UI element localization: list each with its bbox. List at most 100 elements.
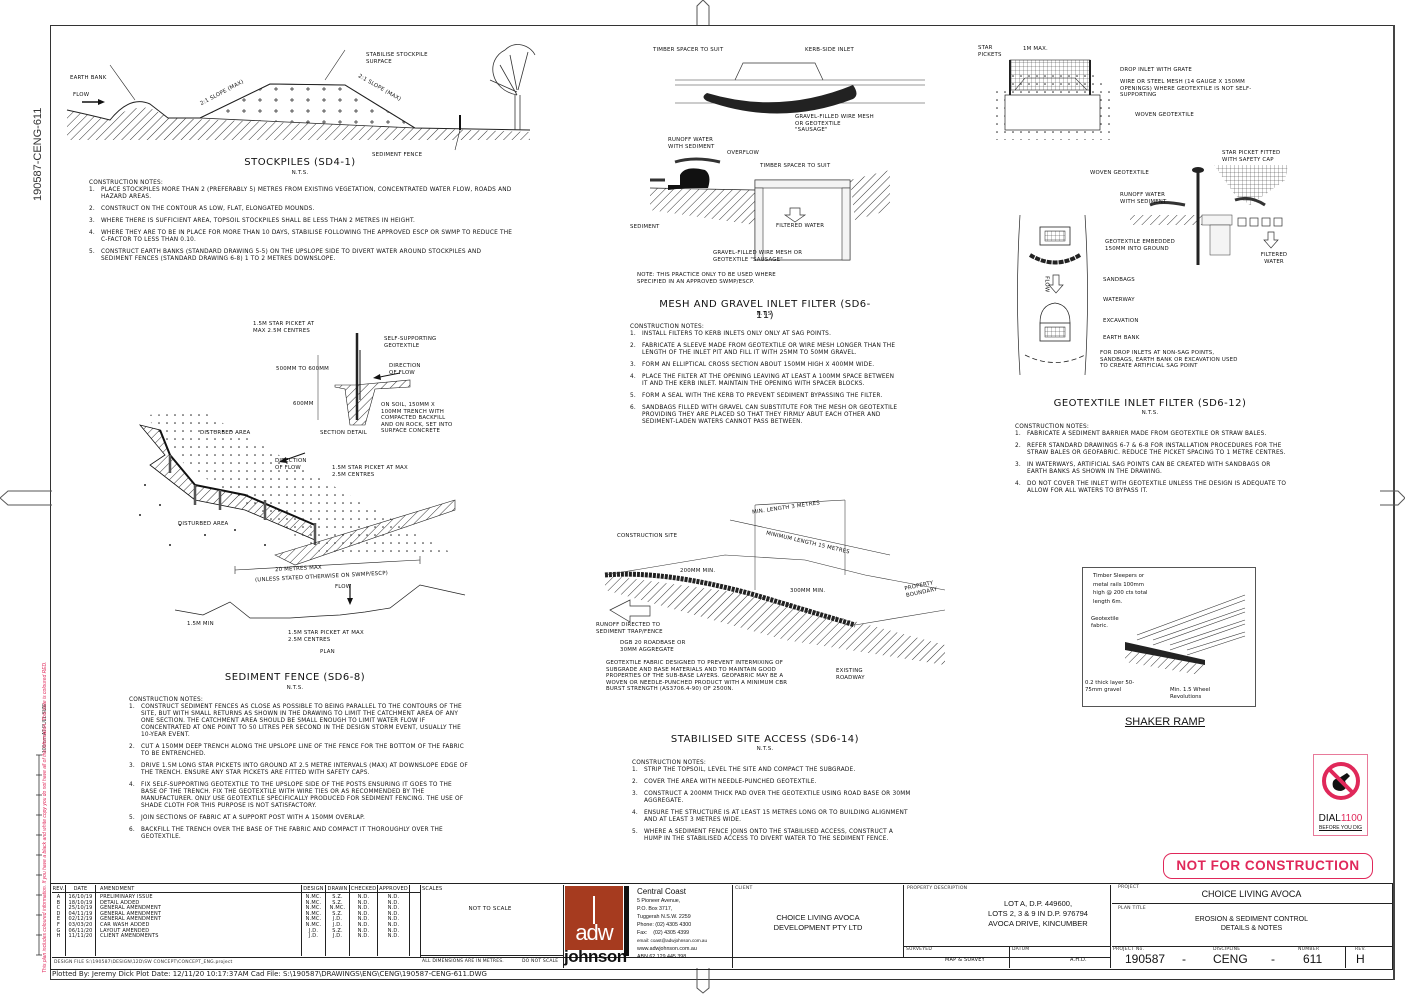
label-picket-plan: 1.5m STAR PICKET AT MAX 2.5m CENTRES <box>288 630 364 643</box>
revision-cell: A <box>56 894 61 900</box>
label-construction-site: CONSTRUCTION SITE <box>617 533 678 539</box>
label-sausage-2: GRAVEL-FILLED WIRE MESH OR GEOTEXTILE "S… <box>713 250 803 263</box>
label-mesh: WIRE OR STEEL MESH (14 GAUGE x 150mm OPE… <box>1120 79 1252 98</box>
label-sediment-fence: SEDIMENT FENCE <box>372 152 423 158</box>
dial-label: DIAL <box>1318 813 1341 824</box>
label-plan: PLAN <box>320 649 335 655</box>
drawing-number: 611 <box>1303 952 1323 966</box>
revision-cell: J.D. <box>332 916 343 923</box>
company-abn: ABN 62 129 445 398 <box>637 954 687 960</box>
revision-cell: CLIENT AMENDMENTS <box>100 933 159 940</box>
revision-cell: GENERAL AMENDMENT <box>100 916 162 923</box>
shaker-ramp-title: SHAKER RAMP <box>1124 716 1206 728</box>
revision-cell: S.Z. <box>332 910 343 917</box>
revision-column-approved: N.D.N.D.N.D.N.D.N.D.N.D.N.D.N.D. <box>378 893 410 956</box>
design-file: DESIGN FILE S:\190587\DESIGN\12D\SW CONC… <box>54 960 233 965</box>
revision-cell: J.D. <box>308 933 319 940</box>
label-stabilise: STABILISE STOCKPILE SURFACE <box>366 52 428 65</box>
label-disturbed-2: DISTURBED AREA <box>178 521 229 527</box>
note-item: 2.CONSTRUCT ON THE CONTOUR AS LOW, FLAT,… <box>89 206 315 212</box>
registration-mark-right <box>1380 490 1405 506</box>
client-line: CHOICE LIVING AVOCA <box>776 913 860 922</box>
revision-cell: N.D. <box>357 921 370 928</box>
ground-line <box>66 83 531 131</box>
note-item: 5.CONSTRUCT EARTH BANKS (STANDARD DRAWIN… <box>89 249 482 262</box>
label-height: 500mm TO 600mm <box>276 366 329 372</box>
do-not-scale: DO NOT SCALE <box>522 959 559 964</box>
revision-cell: N.Mc. <box>329 905 346 912</box>
dash: - <box>1271 952 1275 966</box>
revision-cell: N.Mc. <box>305 916 322 923</box>
scales-label: SCALES <box>422 886 443 892</box>
note-item: 3.DRIVE 1.5m LONG STAR PICKETS INTO GROU… <box>129 763 468 776</box>
revision-cell: F <box>56 921 61 928</box>
header-approved: APPROVED <box>378 885 410 892</box>
revision-cell: N.D. <box>387 899 400 906</box>
header-rev: REV. <box>52 885 66 892</box>
note-item: 3.WHERE THERE IS SUFFICIENT AREA, TOPSOI… <box>89 218 416 224</box>
note-item: 5.FORM A SEAL WITH THE KERB TO PREVENT S… <box>630 393 883 399</box>
note-item: 4.PLACE THE FILTER AT THE OPENING LEAVIN… <box>630 374 895 387</box>
label-practice-note: NOTE: THIS PRACTICE ONLY TO BE USED WHER… <box>637 272 776 285</box>
no-dig-icon <box>1321 762 1360 800</box>
datum-label: DATUM <box>1012 947 1030 952</box>
revision-cell: DETAIL ADDED <box>100 899 140 906</box>
project-cell <box>1110 885 1393 968</box>
note-item: 4.FIX SELF-SUPPORTING GEOTEXTILE TO THE … <box>129 782 464 809</box>
plotted-info: Plotted By: Jeremy Dick Plot Date: 12/11… <box>52 970 487 978</box>
dash: - <box>1182 952 1186 966</box>
notes-header: CONSTRUCTION NOTES: <box>129 697 204 703</box>
surveyed-value: MAP & SURVEY <box>945 957 985 963</box>
mesh-gravel-plan-diagram <box>675 62 925 114</box>
label-woven: WOVEN GEOTEXTILE <box>1135 112 1194 118</box>
note-item: 3.IN WATERWAYS, ARTIFICIAL SAG POINTS CA… <box>1015 462 1271 475</box>
geotextile-notes: CONSTRUCTION NOTES: 1.FABRICATE A SEDIME… <box>1015 424 1290 500</box>
discipline-label: DISCIPLINE <box>1213 947 1241 952</box>
stockpile <box>199 83 416 129</box>
survey-row <box>903 946 1110 947</box>
label-geofabric: GEOTEXTILE FABRIC DESIGNED TO PREVENT IN… <box>606 660 788 692</box>
revision-cell: N.D. <box>357 927 370 934</box>
revision-column-design: N.Mc.N.Mc.N.Mc.N.Mc.N.Mc.N.Mc.J.D.J.D. <box>302 893 326 956</box>
geotextile-nts: N.T.S. <box>1141 410 1159 416</box>
label-excavation: EXCAVATION <box>1103 318 1139 324</box>
geotextile-plan-diagram <box>1017 214 1088 376</box>
note-item: 3.CONSTRUCT A 200mm THICK PAD OVER THE G… <box>632 791 911 804</box>
plan-title: EROSION & SEDIMENT CONTROL DETAILS & NOT… <box>1110 915 1393 933</box>
company-website[interactable]: www.adwjohnson.com.au <box>637 946 697 952</box>
revision-cell: S.Z. <box>332 894 343 900</box>
client-line: DEVELOPMENT PTY LTD <box>773 923 863 932</box>
ground-hatch <box>67 107 530 140</box>
mesh-gravel-notes: CONSTRUCTION NOTES: 1.INSTALL FILTERS TO… <box>630 324 900 431</box>
company-cell <box>563 885 733 968</box>
notes-header: CONSTRUCTION NOTES: <box>630 324 705 330</box>
note-item: 4.ENSURE THE STRUCTURE IS AT LEAST 15 ME… <box>632 810 908 823</box>
note-item: 1.PLACE STOCKPILES MORE THAN 2 (PREFERAB… <box>89 187 512 200</box>
label-sandbags: SANDBAGS <box>1103 277 1135 283</box>
project-divider <box>1112 903 1393 904</box>
revision-cell: 11/11/20 <box>68 933 93 940</box>
logo-bar <box>624 886 629 956</box>
revision-cell: N.D. <box>387 921 400 928</box>
company-address-line: 5 Pioneer Avenue, <box>637 898 681 904</box>
colour-information-note: This plan includes coloured information.… <box>42 661 48 973</box>
label-depth: 600mm <box>293 401 314 407</box>
property-label: PROPERTY DESCRIPTION <box>907 886 968 891</box>
label-min: 1.5m MIN <box>187 621 214 627</box>
label-earth-bank: EARTH BANK <box>70 75 107 81</box>
company-email[interactable]: email: coast@adwjohnson.com.au <box>637 938 708 943</box>
property-description: LOT A, D.P. 449600, LOTS 2, 3 & 9 IN D.P… <box>903 899 1173 929</box>
revision-cell: 06/11/20 <box>68 927 93 934</box>
note-item: 1.INSTALL FILTERS TO KERB INLETS ONLY ON… <box>630 331 832 337</box>
stockpiles-diagram <box>66 44 536 151</box>
label-300mm: 300mm MIN. <box>790 588 826 594</box>
scale-bar <box>36 754 42 956</box>
label-flow: FLOW <box>1043 276 1050 293</box>
company-address-line: Tuggerah N.S.W. 2259 <box>637 914 691 920</box>
label-sediment: SEDIMENT <box>630 224 660 230</box>
label-disturbed-1: DISTURBED AREA <box>200 430 251 436</box>
client-name: CHOICE LIVING AVOCA DEVELOPMENT PTY LTD <box>733 913 903 933</box>
number-row <box>1112 946 1393 947</box>
stockpiles-title: STOCKPILES (SD4-1) <box>244 157 356 168</box>
